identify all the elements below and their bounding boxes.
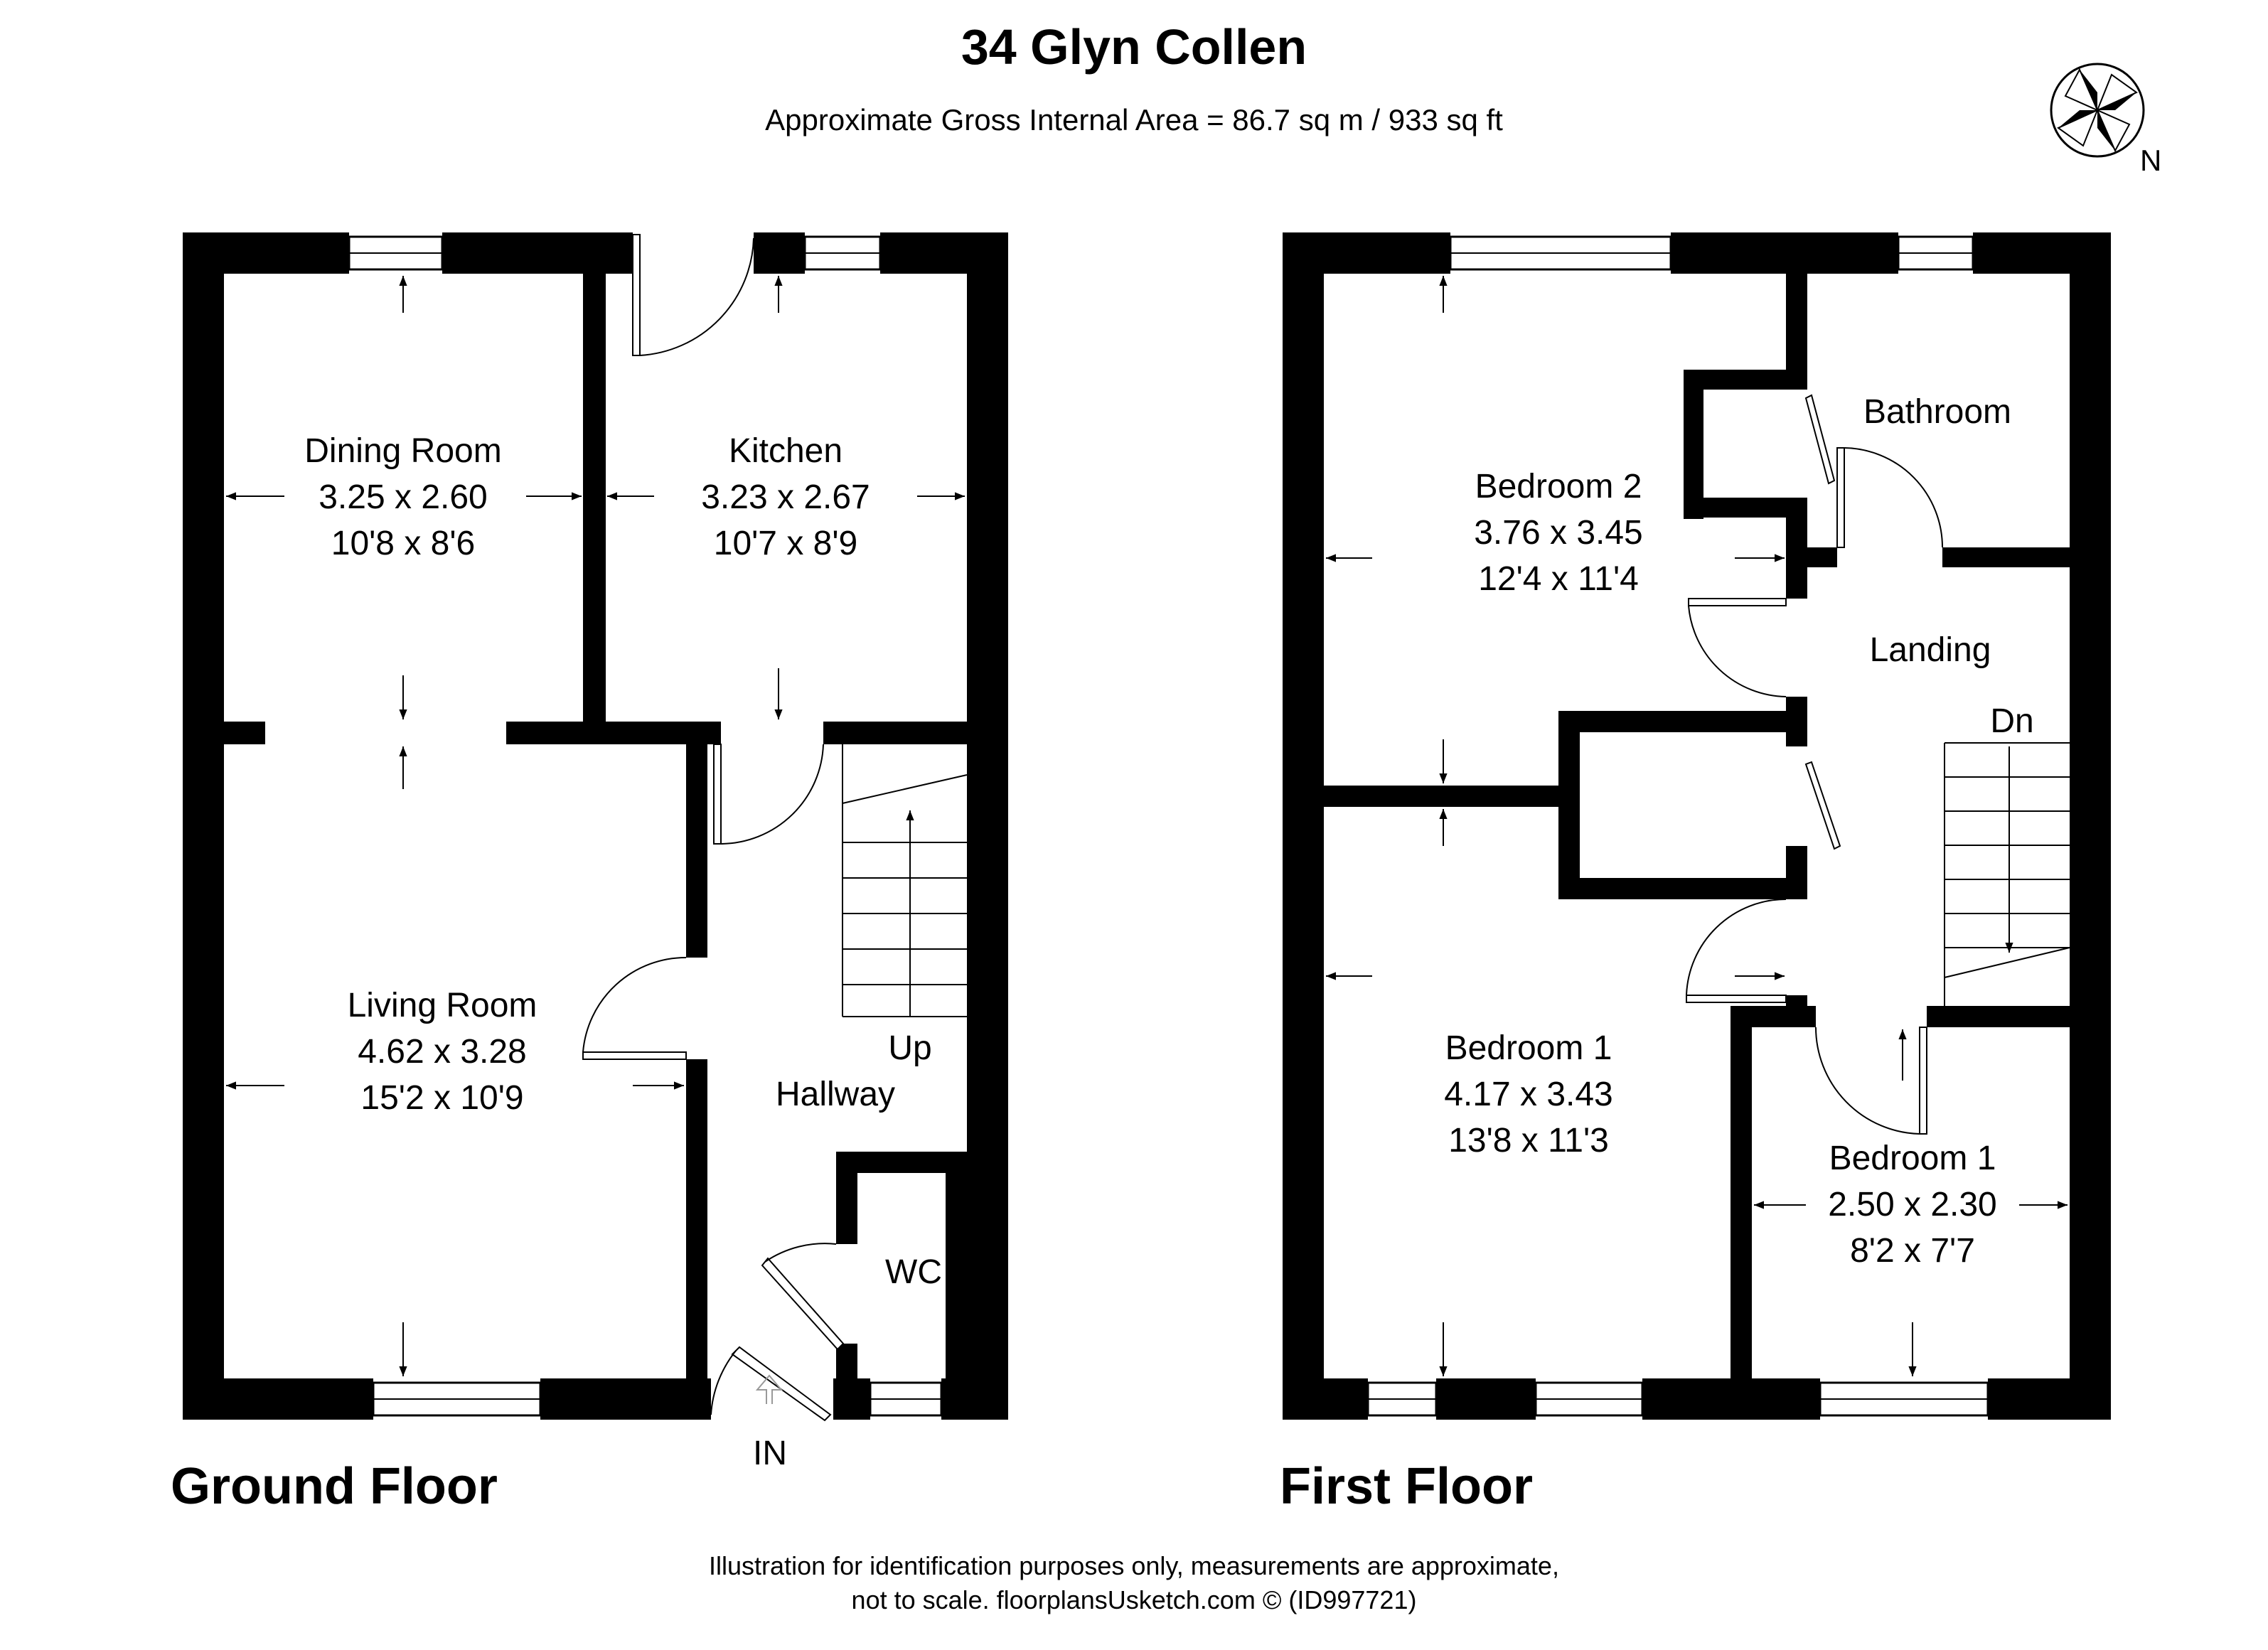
ground-floor-label: Ground Floor bbox=[171, 1458, 498, 1515]
first-floor-doors bbox=[1686, 394, 1943, 1135]
first-floor-label: First Floor bbox=[1280, 1458, 1533, 1515]
disclaimer-line-2: not to scale. floorplansUsketch.com © (I… bbox=[852, 1585, 1417, 1614]
compass-icon bbox=[2050, 63, 2145, 158]
first-floor-dimension-arrows bbox=[1326, 276, 2068, 1376]
room-name: Kitchen bbox=[729, 432, 843, 470]
first-floor-stairs bbox=[1944, 742, 2070, 1006]
room-wc: WC bbox=[885, 1253, 942, 1291]
room-imperial: 13'8 x 11'3 bbox=[1448, 1122, 1609, 1159]
room-metric: 3.76 x 3.45 bbox=[1474, 514, 1643, 552]
room-living-room: Living Room 4.62 x 3.28 15'2 x 10'9 bbox=[348, 987, 537, 1117]
room-bathroom: Bathroom bbox=[1863, 393, 2011, 431]
stairs-up-label: Up bbox=[888, 1029, 931, 1067]
first-floor-walls bbox=[1283, 232, 2111, 1420]
stairs-down-label: Dn bbox=[1990, 702, 2033, 740]
plan-title: 34 Glyn Collen bbox=[961, 19, 1307, 75]
room-hallway: Hallway bbox=[776, 1076, 895, 1113]
room-name: Living Room bbox=[348, 987, 537, 1024]
room-name: Dining Room bbox=[304, 432, 501, 470]
ground-floor-dimension-arrows bbox=[226, 276, 965, 1404]
room-metric: 3.25 x 2.60 bbox=[319, 478, 488, 516]
room-bedroom-2: Bedroom 2 3.76 x 3.45 12'4 x 11'4 bbox=[1474, 468, 1643, 598]
compass-north-label: N bbox=[2140, 144, 2161, 177]
room-name: Bedroom 1 bbox=[1829, 1140, 1996, 1177]
room-imperial: 15'2 x 10'9 bbox=[360, 1079, 523, 1117]
room-kitchen: Kitchen 3.23 x 2.67 10'7 x 8'9 bbox=[701, 432, 870, 562]
room-imperial: 10'8 x 8'6 bbox=[331, 525, 475, 562]
room-dining-room: Dining Room 3.25 x 2.60 10'8 x 8'6 bbox=[304, 432, 501, 562]
room-metric: 3.23 x 2.67 bbox=[701, 478, 870, 516]
room-name: Bedroom 1 bbox=[1445, 1029, 1612, 1067]
room-bedroom-3: Bedroom 1 2.50 x 2.30 8'2 x 7'7 bbox=[1828, 1140, 1997, 1270]
entrance-label: IN bbox=[753, 1435, 787, 1472]
room-landing: Landing bbox=[1870, 631, 1991, 669]
room-bedroom-1: Bedroom 1 4.17 x 3.43 13'8 x 11'3 bbox=[1444, 1029, 1613, 1159]
ground-floor-windows bbox=[348, 235, 943, 1417]
disclaimer-line-1: Illustration for identification purposes… bbox=[709, 1551, 1559, 1580]
room-imperial: 12'4 x 11'4 bbox=[1478, 560, 1639, 598]
ground-floor-stairs bbox=[842, 744, 968, 1017]
room-metric: 4.17 x 3.43 bbox=[1444, 1076, 1613, 1113]
ground-floor-walls bbox=[183, 232, 1008, 1420]
first-floor-windows bbox=[1366, 235, 1989, 1417]
room-imperial: 10'7 x 8'9 bbox=[714, 525, 857, 562]
ground-floor-doors bbox=[582, 234, 845, 1422]
room-name: Bedroom 2 bbox=[1475, 468, 1642, 505]
room-metric: 4.62 x 3.28 bbox=[358, 1033, 527, 1071]
room-imperial: 8'2 x 7'7 bbox=[1850, 1232, 1975, 1270]
area-subtitle: Approximate Gross Internal Area = 86.7 s… bbox=[765, 103, 1503, 136]
room-metric: 2.50 x 2.30 bbox=[1828, 1186, 1997, 1223]
